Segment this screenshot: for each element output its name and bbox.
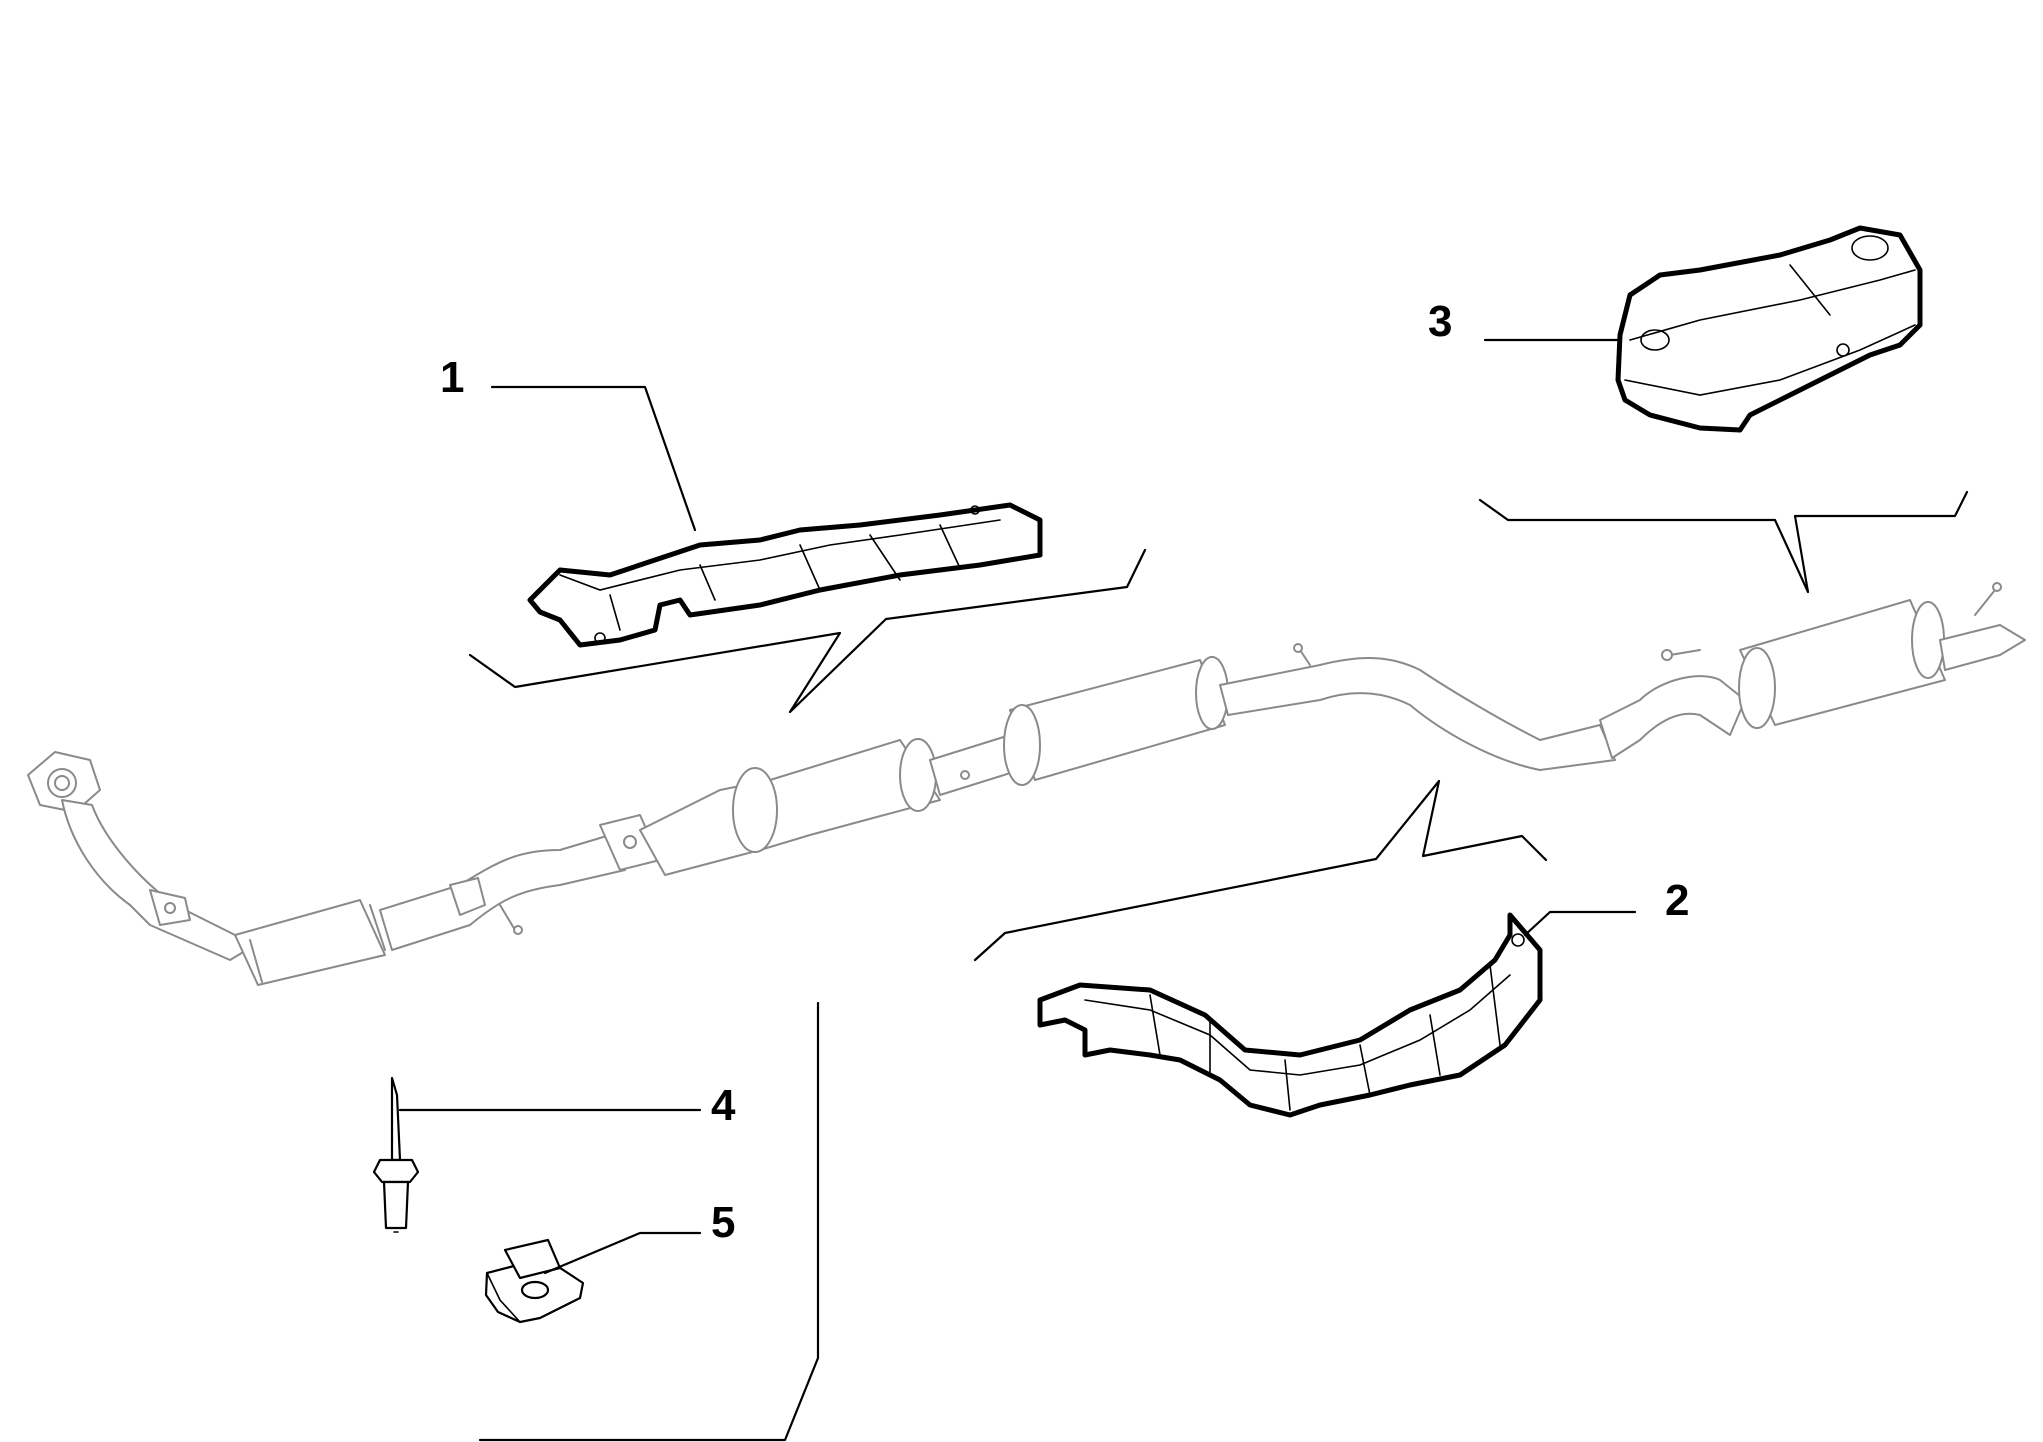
group-brackets xyxy=(468,490,1969,1442)
part-1-front-heat-shield xyxy=(527,502,1043,648)
part-4-pin-stud xyxy=(372,1076,420,1233)
part-2-rear-heat-shield xyxy=(1037,912,1543,1118)
part-3-muffler-heat-shield xyxy=(1615,225,1923,433)
callout-1: 1 xyxy=(440,353,464,402)
part-5-clip-nut xyxy=(484,1238,585,1324)
callout-2: 2 xyxy=(1665,876,1689,925)
callout-4: 4 xyxy=(711,1081,736,1130)
exhaust-system-assembly xyxy=(27,582,2026,986)
leader-lines xyxy=(398,338,1637,1275)
callout-3: 3 xyxy=(1428,297,1452,346)
callout-5: 5 xyxy=(711,1198,735,1247)
